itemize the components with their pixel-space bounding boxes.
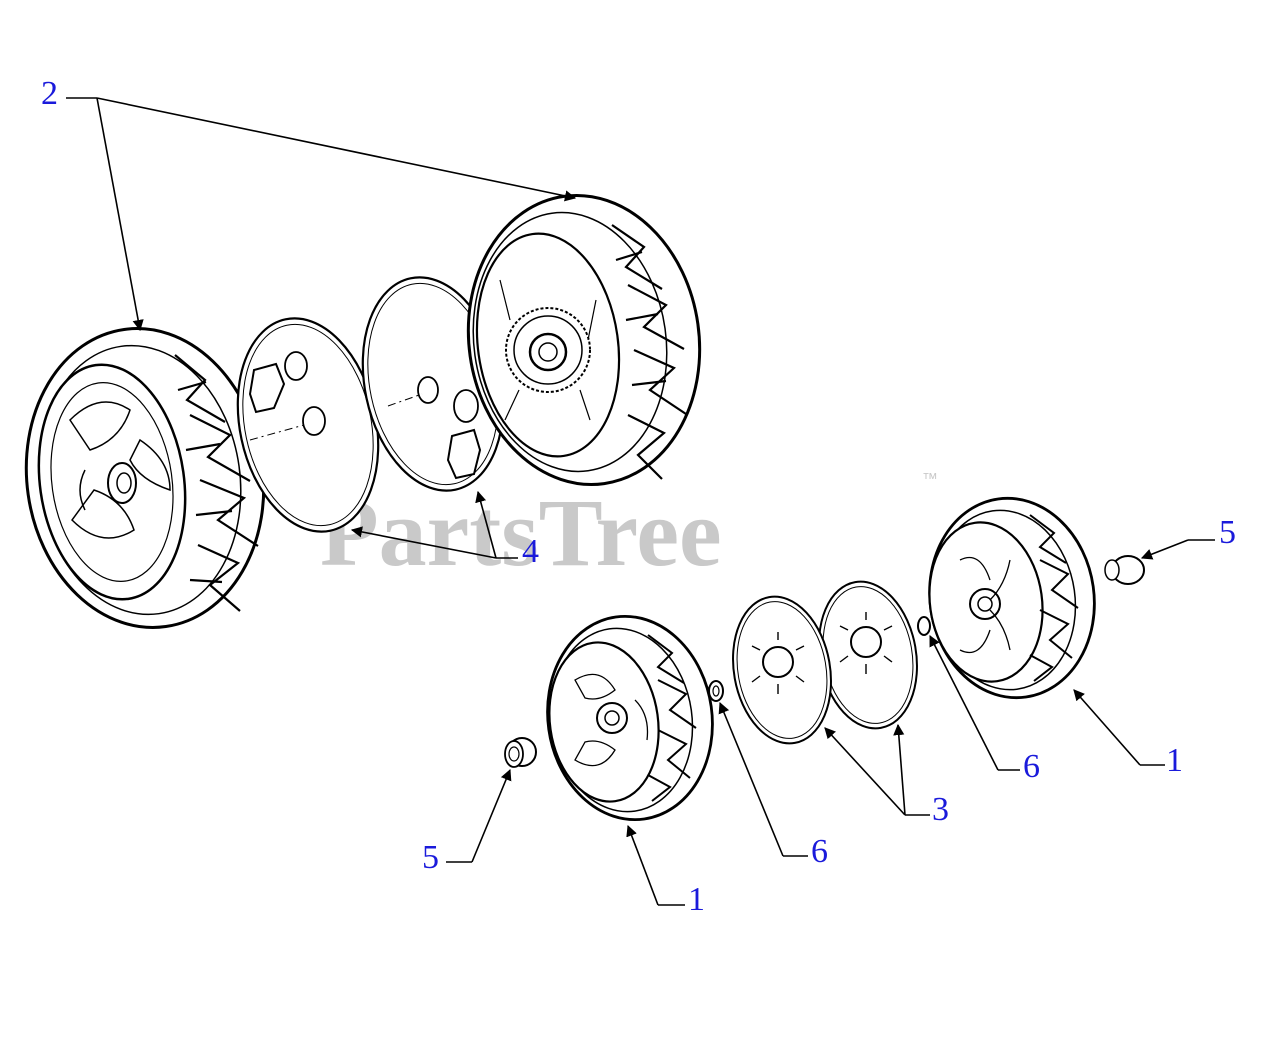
washer-right [917,616,931,636]
bushing-right [1104,555,1145,585]
callout-5-left: 5 [422,839,439,876]
small-wheel-left [546,614,714,822]
callout-3: 3 [932,791,949,828]
callout-1-right: 1 [1166,742,1183,779]
watermark: PartsTree [320,479,722,586]
hubcap-disc-small-b [818,580,918,730]
washer-left [708,680,724,702]
callout-5-right: 5 [1219,514,1236,551]
large-wheel-right [466,194,702,486]
hubcap-disc-large-a [236,317,380,533]
callout-6-right: 6 [1023,748,1040,785]
callout-1-left: 1 [688,881,705,918]
small-wheel-right [928,496,1096,700]
callout-4: 4 [522,533,539,570]
callout-6-left: 6 [811,833,828,870]
leader-lines [66,97,1215,906]
callout-2: 2 [41,75,58,112]
bushing-left [504,737,537,768]
watermark-trademark: ™ [922,471,938,488]
large-wheel-left [24,327,266,629]
hubcap-disc-small-a [732,595,832,745]
